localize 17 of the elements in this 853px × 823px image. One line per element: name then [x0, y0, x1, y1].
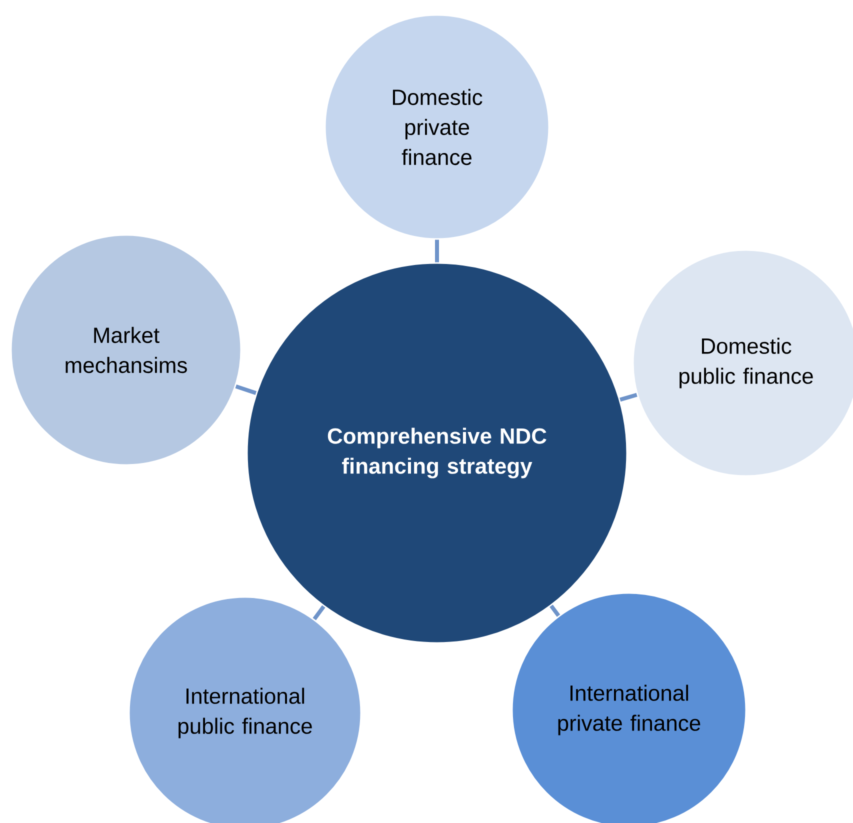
node-label: International private finance	[558, 684, 700, 736]
connector-line	[620, 392, 638, 402]
node-label: Comprehensive NDC financing strategy	[328, 428, 546, 478]
node-label: International public finance	[178, 688, 312, 738]
circle-node	[246, 262, 628, 644]
node-label: Domestic private finance	[392, 88, 482, 166]
connector-line	[235, 384, 257, 395]
node-label: Market mechansims	[66, 326, 187, 374]
circle-node	[632, 249, 853, 477]
connector-line	[312, 605, 326, 620]
connector-line	[435, 240, 439, 262]
circle-node	[511, 592, 747, 823]
circle-node	[324, 14, 550, 240]
circle-node	[10, 234, 242, 466]
circle-node	[128, 596, 362, 823]
node-label: Domestic public finance	[680, 338, 813, 388]
connector-line	[550, 604, 560, 617]
